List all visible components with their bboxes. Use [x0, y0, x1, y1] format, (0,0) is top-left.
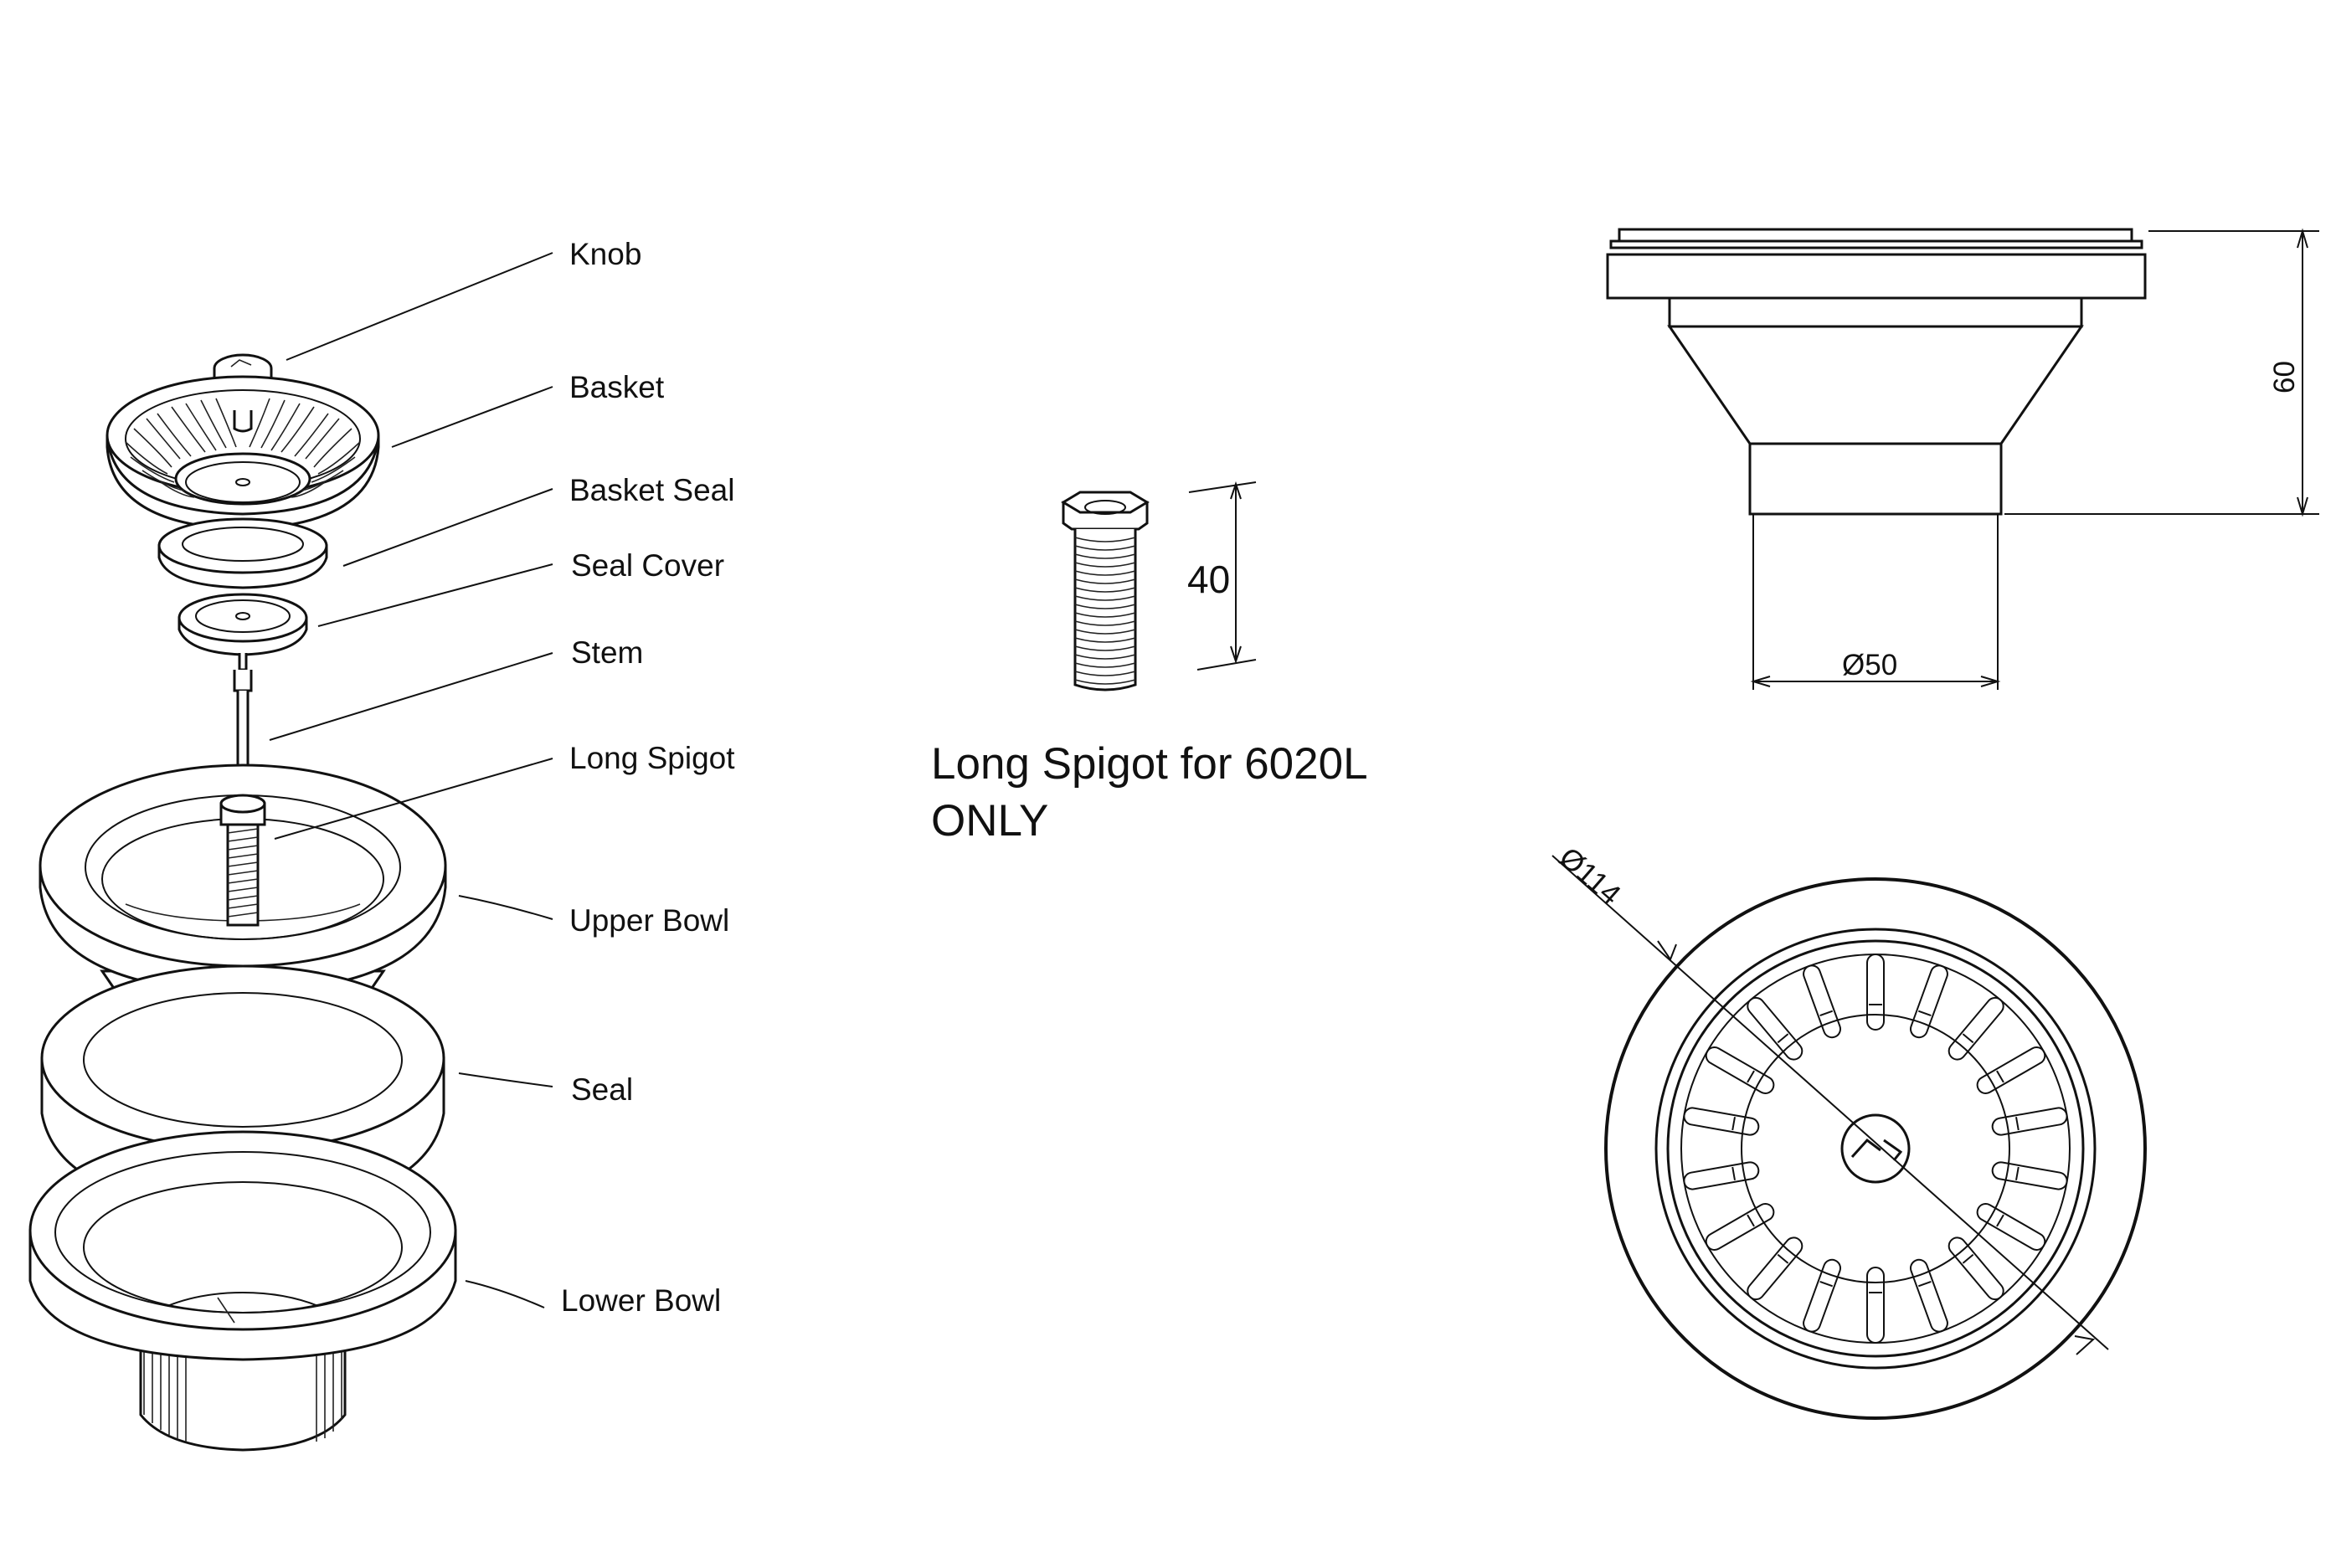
basket-seal-part	[157, 517, 328, 589]
exploded-view: Knob Basket Basket Seal Seal Cover Stem …	[28, 237, 735, 1452]
label-seal: Seal	[571, 1072, 633, 1107]
spigot-length-value: 40	[1187, 558, 1230, 601]
spigot-caption-line1: Long Spigot for 6020L	[931, 739, 1368, 789]
label-knob: Knob	[569, 237, 641, 271]
basket-part	[105, 375, 380, 531]
flange-diameter-dimension	[1551, 855, 2109, 1355]
label-upper-bowl: Upper Bowl	[569, 903, 729, 938]
leader-lines	[269, 252, 553, 1308]
lower-bowl-part	[28, 1130, 457, 1452]
long-spigot-part	[219, 794, 266, 927]
spigot-detail: 40 Long Spigot for 6020L ONLY	[931, 481, 1368, 846]
spigot-caption-line2: ONLY	[931, 796, 1048, 846]
label-long-spigot: Long Spigot	[569, 741, 735, 775]
height-value: 60	[2268, 361, 2301, 393]
flange-diameter-value: Ø114	[1553, 841, 1627, 912]
seal-cover-part	[178, 593, 308, 656]
outlet-diameter-dimension	[1750, 514, 2001, 690]
label-basket-seal: Basket Seal	[569, 473, 734, 507]
label-seal-cover: Seal Cover	[571, 548, 724, 583]
label-stem: Stem	[571, 635, 643, 670]
height-dimension	[2004, 228, 2319, 517]
basket-slots	[1683, 954, 2068, 1344]
spigot-length-dimension	[1188, 481, 1257, 671]
label-basket: Basket	[569, 370, 665, 404]
label-lower-bowl: Lower Bowl	[561, 1283, 721, 1318]
side-view: 60 Ø50	[1606, 228, 2319, 690]
top-view: Ø114	[1551, 841, 2147, 1420]
outlet-diameter-value: Ø50	[1842, 649, 1897, 681]
